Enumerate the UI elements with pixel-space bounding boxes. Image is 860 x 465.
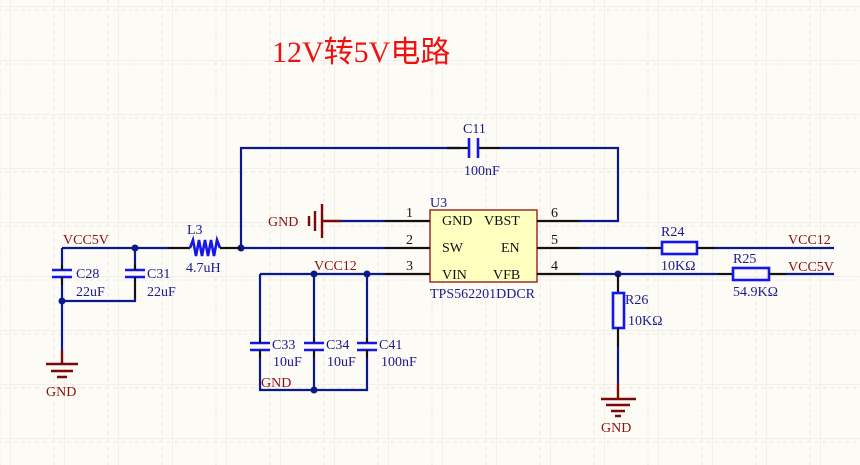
pin-4-number: 4 — [551, 259, 558, 274]
vcc12-input-net: VCC12 — [258, 259, 385, 338]
r26-value: 10KΩ — [628, 314, 663, 329]
pin-3-number: 3 — [406, 259, 413, 274]
gnd-symbol-left[interactable]: GND — [46, 301, 78, 400]
ic-designator: U3 — [430, 196, 447, 211]
c34-capacitor[interactable]: C34 10uF — [304, 338, 356, 370]
pin-1-name: GND — [442, 214, 472, 229]
c31-ref: C31 — [147, 267, 170, 282]
vcc5v-right-label: VCC5V — [788, 260, 834, 275]
l3-ref: L3 — [187, 223, 203, 238]
pin-2-number: 2 — [406, 233, 413, 248]
gnd-pin1-label: GND — [268, 215, 298, 230]
schematic-title: 12V转5V电路 — [272, 36, 450, 69]
r26-ref: R26 — [625, 293, 648, 308]
c31-value: 22uF — [147, 285, 176, 300]
pin-6-number: 6 — [551, 206, 558, 221]
r24-resistor[interactable]: R24 10KΩ — [580, 225, 834, 274]
c33-value: 10uF — [273, 355, 302, 370]
gnd-left-label: GND — [46, 385, 76, 400]
r24-value: 10KΩ — [661, 259, 696, 274]
c41-capacitor[interactable]: C41 100nF — [357, 338, 417, 370]
l3-inductor[interactable]: L3 4.7uH — [168, 223, 241, 276]
c33-ref: C33 — [272, 338, 295, 353]
r25-ref: R25 — [733, 252, 756, 267]
c28-value: 22uF — [76, 285, 105, 300]
c33-capacitor[interactable]: C33 10uF — [250, 338, 302, 370]
pin-5-name: EN — [501, 241, 520, 256]
pin-4-name: VFB — [493, 268, 520, 283]
c11-capacitor[interactable]: C11 100nF — [239, 122, 620, 248]
c41-ref: C41 — [379, 338, 402, 353]
pin-1-number: 1 — [406, 206, 413, 221]
pin-2-name: SW — [442, 241, 464, 256]
gnd-symbol-pin1[interactable]: GND — [268, 204, 385, 238]
l3-value: 4.7uH — [186, 261, 221, 276]
vcc12-right-label: VCC12 — [788, 233, 831, 248]
gnd-symbol-r26[interactable]: GND — [601, 383, 636, 436]
r26-resistor[interactable]: R26 10KΩ — [611, 274, 663, 383]
pin-3-name: VIN — [442, 268, 467, 283]
c28-c31-ground-bus — [62, 298, 137, 303]
pin-5-number: 5 — [551, 233, 558, 248]
c28-ref: C28 — [76, 267, 99, 282]
c31-capacitor[interactable]: C31 22uF — [125, 265, 176, 300]
vcc5v-output-net: VCC5V — [60, 233, 168, 265]
caps-ground-bus: GND — [258, 358, 369, 394]
r25-resistor[interactable]: R25 54.9KΩ — [580, 252, 834, 300]
vcc12-input-label: VCC12 — [314, 259, 357, 274]
gnd-caps-label: GND — [261, 376, 291, 391]
r25-value: 54.9KΩ — [733, 285, 778, 300]
vcc5v-left-label: VCC5V — [63, 233, 109, 248]
ic-u3[interactable]: U3 TPS562201DDCR 1 2 3 GND SW VIN 6 5 4 … — [385, 196, 580, 302]
c41-value: 100nF — [381, 355, 417, 370]
pin-6-name: VBST — [484, 214, 520, 229]
ic-part-number: TPS562201DDCR — [430, 287, 536, 302]
c34-ref: C34 — [326, 338, 349, 353]
c11-value: 100nF — [464, 164, 500, 179]
c11-ref: C11 — [463, 122, 486, 137]
gnd-r26-label: GND — [601, 421, 631, 436]
c34-value: 10uF — [327, 355, 356, 370]
r24-ref: R24 — [661, 225, 684, 240]
